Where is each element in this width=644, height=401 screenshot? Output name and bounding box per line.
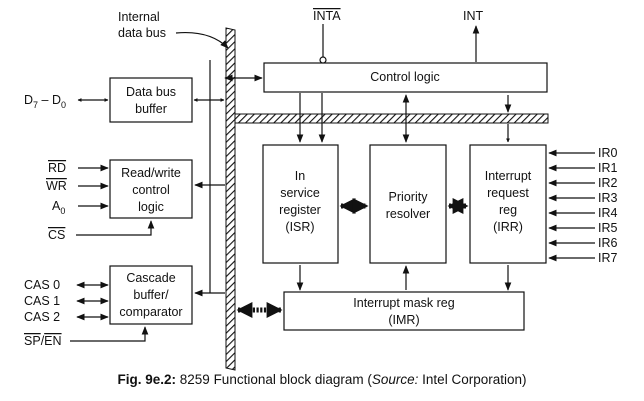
caption-source-label: Source:: [371, 372, 419, 387]
internal-bus-label-2: data bus: [118, 26, 166, 40]
priority-label-2: resolver: [386, 207, 430, 221]
data-bus-buffer-label-1: Data bus: [126, 85, 176, 99]
irr-box: [469, 144, 547, 264]
imr-label-2: (IMR): [388, 313, 419, 327]
cascade-label-3: comparator: [119, 305, 182, 319]
ir-pin-label: IR5: [598, 221, 618, 235]
cas1-label: CAS 1: [24, 294, 60, 308]
ir-pin-label: IR4: [598, 206, 618, 220]
sp-en-label: SP/EN: [24, 334, 62, 348]
wr-pin-label: WR: [46, 179, 67, 193]
cascade-buffer-box: [109, 265, 193, 325]
internal-data-bus-vertical: [225, 27, 236, 371]
rw-label-1: Read/write: [121, 166, 181, 180]
read-write-logic-box: [109, 159, 193, 219]
irr-label-2: request: [487, 186, 529, 200]
internal-data-bus-horizontal: [234, 113, 549, 124]
isr-label-2: service: [280, 186, 320, 200]
ir-pin-label: IR6: [598, 236, 618, 250]
cascade-label-2: buffer/: [133, 288, 169, 302]
internal-bus-pointer: [175, 31, 229, 49]
isr-label-4: (ISR): [285, 220, 314, 234]
control-logic-label: Control logic: [370, 70, 439, 84]
ir-pin-label: IR7: [598, 251, 618, 265]
cs-arrow: [76, 220, 155, 236]
rw-label-2: control: [132, 183, 170, 197]
data-bus-buffer-label-2: buffer: [135, 102, 167, 116]
caption-source: Intel Corporation): [418, 372, 527, 387]
figure-number: Fig. 9e.2:: [117, 372, 177, 387]
rd-pin-label: RD: [48, 161, 66, 175]
imr-label-1: Interrupt mask reg: [353, 296, 454, 310]
ir-pin-label: IR0: [598, 146, 618, 160]
figure-caption: Fig. 9e.2: 8259 Functional block diagram…: [0, 372, 644, 387]
priority-resolver-box: [369, 144, 447, 264]
internal-bus-label-1: Internal: [118, 10, 160, 24]
imr-box: [283, 291, 525, 331]
isr-label-3: register: [279, 203, 321, 217]
inta-bubble: [319, 56, 327, 64]
rw-label-3: logic: [138, 200, 164, 214]
irr-label-4: (IRR): [493, 220, 523, 234]
data-bus-buffer-box: [109, 77, 193, 123]
priority-label-1: Priority: [389, 190, 429, 204]
control-logic-box: [263, 62, 548, 93]
ir-pin-label: IR2: [598, 176, 618, 190]
isr-label-1: In: [295, 169, 305, 183]
cs-pin-label: CS: [48, 228, 65, 242]
d7-d0-label: D7 – D0: [24, 93, 66, 110]
sp-en-arrow: [70, 326, 149, 342]
isr-box: [262, 144, 339, 264]
cas2-label: CAS 2: [24, 310, 60, 324]
ir-pin-label: IR1: [598, 161, 618, 175]
a0-pin-label: A0: [52, 199, 65, 216]
ir-pin-label: IR3: [598, 191, 618, 205]
irr-label-1: Interrupt: [485, 169, 532, 183]
caption-text: 8259 Functional block diagram (: [176, 372, 372, 387]
cas0-label: CAS 0: [24, 278, 60, 292]
int-label: INT: [463, 9, 484, 23]
irr-label-3: reg: [499, 203, 517, 217]
cascade-label-1: Cascade: [126, 271, 175, 285]
inta-label: INTA: [313, 9, 341, 23]
